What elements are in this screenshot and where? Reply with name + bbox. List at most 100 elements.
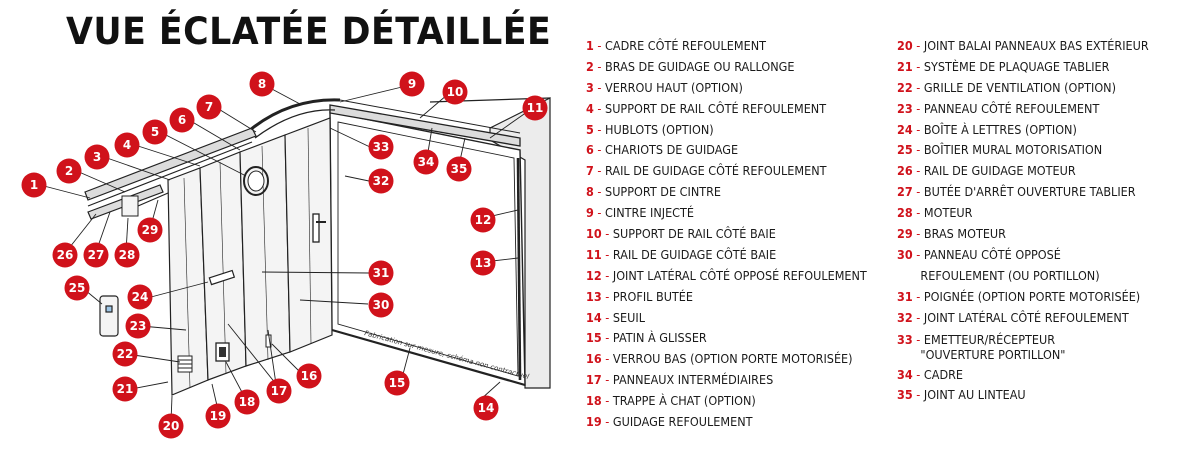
panel-rib-2 [219, 161, 227, 375]
callout-17: 17 [266, 378, 292, 404]
legend-item: 29 - BRAS MOTEUR [897, 226, 1006, 242]
porthole-outer [243, 166, 269, 196]
svg-text:11: 11 [527, 101, 544, 115]
callout-26: 26 [52, 242, 78, 268]
leader-17a [227, 323, 277, 385]
callout-12: 12 [470, 207, 496, 233]
wall-box-body [99, 295, 119, 337]
threshold-line [331, 328, 526, 387]
svg-text:34: 34 [418, 155, 435, 169]
svg-text:14: 14 [478, 401, 495, 415]
legend-item: 8 - SUPPORT DE CINTRE [586, 184, 722, 200]
leader-32 [344, 175, 370, 182]
svg-text:24: 24 [132, 290, 149, 304]
callout-7: 7 [196, 94, 222, 120]
callout-8: 8 [249, 71, 275, 97]
wall-box-light [105, 305, 113, 313]
leader-24 [150, 281, 209, 298]
legend-column-2: 20 - JOINT BALAI PANNEAUX BAS EXTÉRIEUR … [897, 36, 1177, 406]
callout-28: 28 [114, 242, 140, 268]
svg-text:12: 12 [475, 213, 492, 227]
callout-13: 13 [470, 250, 496, 276]
svg-text:2: 2 [65, 164, 73, 178]
svg-text:4: 4 [123, 138, 131, 152]
rear-frame-inner [337, 121, 519, 377]
legend-item: 31 - POIGNÉE (OPTION PORTE MOTORISÉE) [897, 288, 1141, 304]
callout-22: 22 [112, 341, 138, 367]
svg-text:8: 8 [258, 77, 266, 91]
legend-item: 12 - JOINT LATÉRAL CÔTÉ OPPOSÉ REFOULEME… [586, 267, 867, 283]
leader-2 [78, 171, 126, 193]
leader-9 [339, 86, 403, 103]
svg-text:26: 26 [57, 248, 74, 262]
callout-18: 18 [234, 389, 260, 415]
legend-item: 16 - VERROU BAS (OPTION PORTE MOTORISÉE) [586, 351, 853, 367]
legend-item: 24 - BOÎTE À LETTRES (OPTION) [897, 121, 1077, 137]
svg-text:17: 17 [271, 384, 288, 398]
callout-6: 6 [169, 107, 195, 133]
legend-item: 28 - MOTEUR [897, 205, 973, 221]
callout-30: 30 [368, 292, 394, 318]
cat-flap-inner [219, 347, 226, 357]
svg-text:15: 15 [389, 376, 406, 390]
svg-text:31: 31 [373, 266, 390, 280]
page-title: VUE ÉCLATÉE DÉTAILLÉE [66, 10, 552, 53]
svg-text:32: 32 [373, 174, 390, 188]
svg-text:29: 29 [142, 223, 159, 237]
leader-4 [137, 145, 201, 167]
panel-rib-1 [183, 177, 191, 389]
callout-34: 34 [413, 149, 439, 175]
callout-4: 4 [114, 132, 140, 158]
legend-item: 7 - RAIL DE GUIDAGE CÔTÉ REFOULEMENT [586, 163, 827, 179]
motor-box [121, 195, 139, 217]
svg-text:1: 1 [30, 178, 38, 192]
callout-20: 20 [158, 413, 184, 439]
leader-16 [271, 343, 301, 373]
callout-14: 14 [473, 395, 499, 421]
legend-item: 17 - PANNEAUX INTERMÉDIAIRES [586, 372, 774, 388]
legend-item: 20 - JOINT BALAI PANNEAUX BAS EXTÉRIEUR [897, 38, 1149, 53]
legend-item: 21 - SYSTÈME DE PLAQUAGE TABLIER [897, 58, 1110, 74]
leader-18 [225, 361, 245, 397]
legend-item: 26 - RAIL DE GUIDAGE MOTEUR [897, 163, 1076, 179]
leader-31 [261, 271, 370, 274]
leader-33 [329, 127, 371, 148]
svg-text:7: 7 [205, 100, 213, 114]
panel-opposite [284, 117, 333, 353]
letter-box [208, 269, 236, 286]
leader-7 [216, 107, 257, 133]
callout-32: 32 [368, 168, 394, 194]
legend-item: 6 - CHARIOTS DE GUIDAGE [586, 142, 739, 158]
leader-11 [489, 111, 528, 139]
handle-plate [312, 213, 320, 243]
legend-item: 19 - GUIDAGE REFOULEMENT [586, 414, 753, 430]
svg-text:30: 30 [373, 298, 390, 312]
arch-outer [249, 98, 341, 132]
svg-text:19: 19 [210, 409, 227, 423]
callout-9: 9 [399, 71, 425, 97]
leader-30 [299, 299, 369, 305]
callout-2: 2 [56, 158, 82, 184]
callout-16: 16 [296, 363, 322, 389]
legend-item: 18 - TRAPPE À CHAT (OPTION) [586, 393, 756, 409]
ventilation-grid [177, 355, 193, 373]
svg-text:25: 25 [69, 281, 86, 295]
wall-motor-box [99, 295, 119, 337]
legend-item: 35 - JOINT AU LINTEAU [897, 387, 1026, 403]
callout-29: 29 [137, 217, 163, 243]
callout-25: 25 [64, 275, 90, 301]
rail-stack-edge [87, 141, 253, 207]
legend-item: 4 - SUPPORT DE RAIL CÔTÉ REFOULEMENT [586, 100, 827, 116]
leader-5 [163, 133, 247, 177]
legend-item: 3 - VERROU HAUT (OPTION) [586, 79, 743, 95]
leader-8 [269, 87, 301, 105]
callout-1: 1 [21, 172, 47, 198]
legend-item: 10 - SUPPORT DE RAIL CÔTÉ BAIE [586, 226, 776, 242]
legend-item: 32 - JOINT LATÉRAL CÔTÉ REFOULEMENT [897, 309, 1129, 325]
callout-3: 3 [84, 144, 110, 170]
callout-11: 11 [522, 95, 548, 121]
svg-text:16: 16 [301, 369, 318, 383]
callout-19: 19 [205, 403, 231, 429]
svg-text:3: 3 [93, 150, 101, 164]
porthole [243, 166, 269, 196]
